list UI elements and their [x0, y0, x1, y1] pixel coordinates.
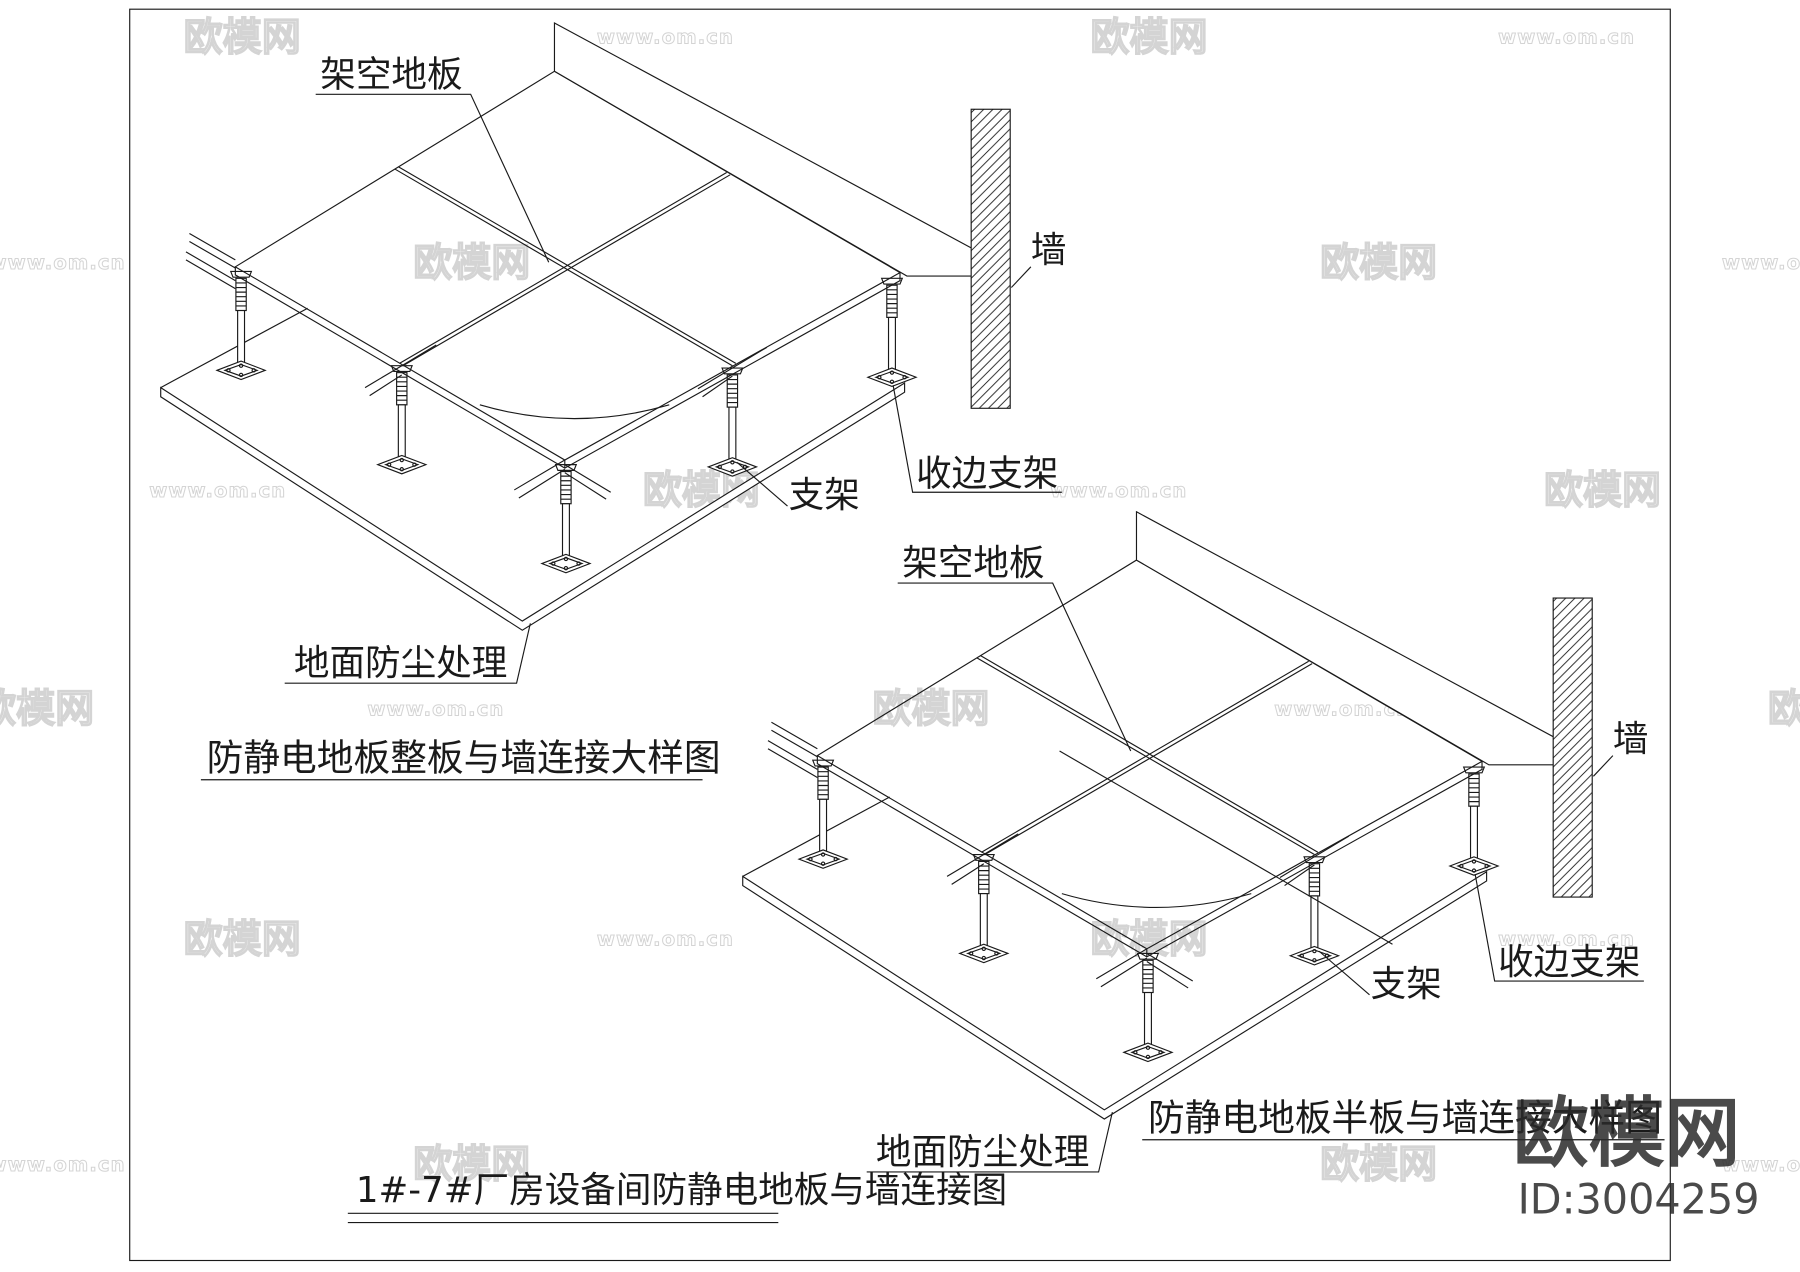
detail-half-panel: 架空地板 墙 收边支架 支架 地面防尘处理 — [743, 512, 1649, 1173]
watermark-url: www.om.cn — [0, 1153, 126, 1176]
label-raised-floor: 架空地板 — [902, 543, 1044, 584]
floor-assembly-drawing — [161, 23, 1062, 683]
watermark-brand: 欧模网 — [1768, 687, 1800, 732]
detail-full-panel: 架空地板 墙 收边支架 支架 地面防尘处理 — [161, 23, 1067, 684]
label-wall: 墙 — [1613, 719, 1649, 760]
watermark-brand: 欧模网 — [1544, 469, 1661, 514]
watermark-brand: 欧模网 — [1320, 1143, 1437, 1188]
corner-logo: 欧模网 ID:3004259 — [1513, 1089, 1760, 1223]
label-support: 支架 — [1371, 964, 1442, 1005]
watermark-url: www.om.cn — [1722, 251, 1800, 274]
floor-assembly-drawing — [743, 512, 1644, 1172]
logo-brand-text: 欧模网 — [1513, 1089, 1740, 1177]
watermark-url: www.om.cn — [367, 697, 504, 720]
watermark-brand: 欧模网 — [413, 241, 530, 286]
watermark-url: www.om.cn — [597, 927, 734, 950]
label-edge-support: 收边支架 — [916, 453, 1058, 494]
drawing-title: 1#-7#厂房设备间防静电地板与墙连接图 — [356, 1170, 1007, 1211]
watermark-brand: 欧模网 — [1091, 16, 1208, 61]
logo-id-text: ID:3004259 — [1518, 1175, 1760, 1223]
caption-full-panel: 防静电地板整板与墙连接大样图 — [207, 737, 721, 780]
watermark-url: www.om.cn — [1722, 1153, 1800, 1176]
watermark-brand: 欧模网 — [184, 917, 301, 962]
watermark-url: www.om.cn — [1498, 927, 1635, 950]
watermark-url: www.om.cn — [597, 26, 734, 49]
sheet-frame — [129, 8, 1671, 1262]
watermark-brand: 欧模网 — [184, 16, 301, 61]
watermark-layer: 欧模网欧模网欧模网欧模网欧模网欧模网欧模网欧模网欧模网欧模网欧模网欧模网欧模网w… — [0, 15, 1800, 1189]
label-ground-treatment: 地面防尘处理 — [294, 643, 507, 684]
label-ground-treatment: 地面防尘处理 — [876, 1132, 1089, 1173]
watermark-brand: 欧模网 — [413, 1143, 530, 1188]
label-raised-floor: 架空地板 — [320, 54, 462, 95]
label-support: 支架 — [789, 475, 860, 516]
label-wall: 墙 — [1031, 230, 1067, 271]
half-panel-cut-line — [1059, 750, 1393, 945]
watermark-url: www.om.cn — [1050, 479, 1187, 502]
caption-half-panel: 防静电地板半板与墙连接大样图 — [1148, 1097, 1662, 1140]
watermark-brand: 欧模网 — [0, 687, 94, 732]
watermark-brand: 欧模网 — [1320, 241, 1437, 286]
watermark-url: www.om.cn — [1498, 26, 1635, 49]
watermark-url: www.om.cn — [0, 251, 126, 274]
label-edge-support: 收边支架 — [1498, 942, 1640, 983]
watermark-url: www.om.cn — [149, 479, 286, 502]
watermark-brand: 欧模网 — [872, 687, 989, 732]
